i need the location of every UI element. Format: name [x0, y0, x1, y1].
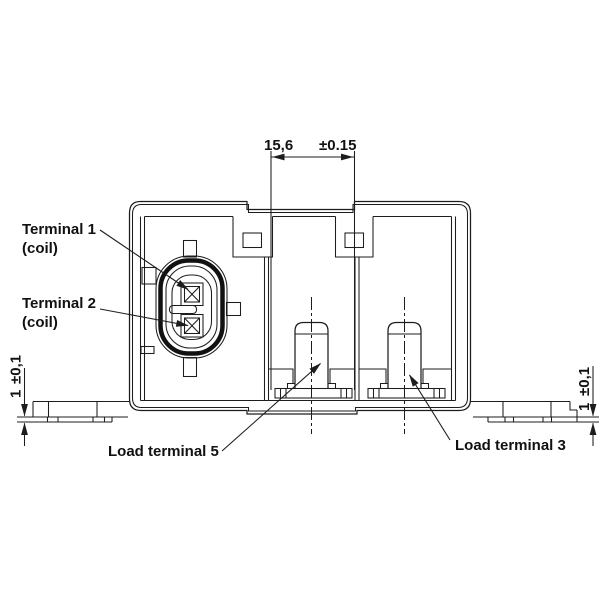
- connector-tab-right: [225, 301, 242, 317]
- terminal-2-sublabel: (coil): [22, 314, 58, 331]
- mounting-flange-left: [17, 400, 130, 423]
- dim-width-value: 15,6: [264, 137, 293, 154]
- label-terminal-1: Terminal 1 (coil): [22, 221, 189, 290]
- dimension-flange-left: 1 ±0,1: [8, 355, 28, 446]
- coil-connector: [140, 239, 242, 378]
- terminal-1-sublabel: (coil): [22, 240, 58, 257]
- dim-right-value: 1: [576, 403, 593, 411]
- dim-left-tolerance: ±0,1: [8, 355, 25, 384]
- connector-tab-left-lower: [140, 345, 155, 355]
- terminal-1-label: Terminal 1: [22, 221, 96, 238]
- load-terminal-3-shape: [359, 297, 452, 434]
- connector-tab-bottom: [182, 356, 198, 378]
- label-terminal-2: Terminal 2 (coil): [22, 295, 189, 331]
- load-terminal-3-label: Load terminal 3: [455, 437, 566, 454]
- load-terminal-5-label: Load terminal 5: [108, 443, 219, 460]
- dim-right-tolerance: ±0,1: [576, 367, 593, 396]
- label-load-terminal-3: Load terminal 3: [409, 374, 566, 454]
- connector-tab-left-upper: [141, 266, 157, 285]
- terminal-2-label: Terminal 2: [22, 295, 96, 312]
- dim-left-value: 1: [8, 390, 25, 398]
- mounting-flange-right: [470, 400, 599, 423]
- dim-width-tolerance: ±0.15: [319, 137, 356, 154]
- label-load-terminal-5: Load terminal 5: [108, 363, 322, 460]
- connector-tab-top: [182, 239, 198, 258]
- coil-terminal-2: [180, 313, 204, 338]
- dimension-flange-right: 1 ±0,1: [576, 366, 597, 446]
- connector-key-slot: [168, 304, 198, 315]
- dimension-width: 15,6 ±0.15: [264, 137, 356, 390]
